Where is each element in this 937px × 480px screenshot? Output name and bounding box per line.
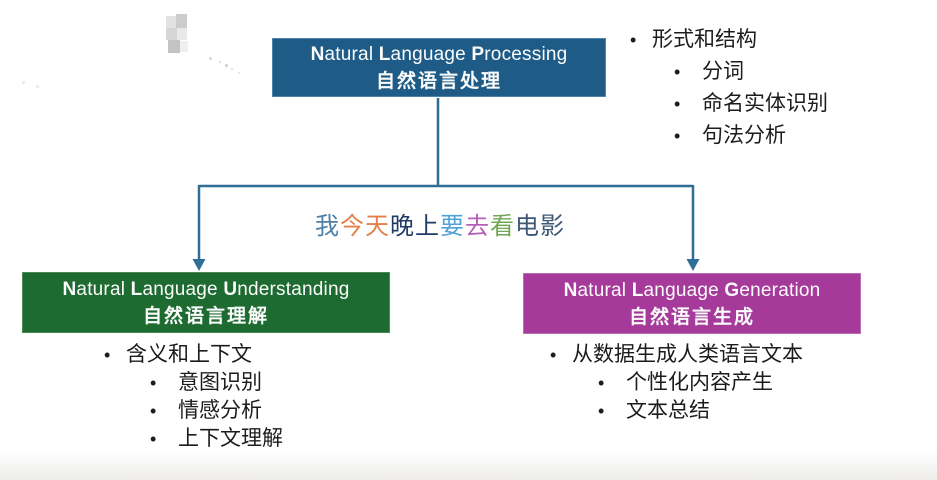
bullet-item-level2: 上下文理解: [150, 425, 283, 453]
bullet-item-level2: 个性化内容产生: [598, 369, 803, 397]
nlp-root-title-en: Natural Language Processing: [310, 43, 568, 65]
nlg-title-zh: 自然语言生成: [628, 306, 755, 328]
mosaic-pixel: [166, 16, 177, 28]
bullet-item-level2: 文本总结: [598, 397, 803, 425]
sentence-segment: 电影: [515, 213, 565, 240]
mosaic-pixel: [180, 41, 188, 52]
speck: [231, 68, 233, 70]
bullet-item-level1: 含义和上下文: [96, 341, 283, 369]
mosaic-pixel: [177, 28, 187, 40]
sentence-segment: 要: [440, 213, 465, 240]
bullet-sublist: 意图识别情感分析上下文理解: [96, 369, 283, 453]
bullet-item-level1: 从数据生成人类语言文本: [542, 341, 803, 369]
bullet-sublist: 个性化内容产生文本总结: [542, 369, 803, 425]
speck: [209, 57, 212, 60]
nlp-root-title-zh: 自然语言处理: [375, 70, 502, 92]
nlg-title-en: Natural Language Generation: [563, 279, 821, 301]
nlg-feature-list: 从数据生成人类语言文本 个性化内容产生文本总结: [542, 341, 803, 425]
nlu-box: Natural Language Understanding 自然语言理解: [22, 272, 390, 333]
speck: [238, 72, 240, 74]
speck: [22, 81, 25, 84]
example-sentence: 我今天晚上要去看电影: [0, 206, 880, 241]
sentence-segment: 今天: [340, 213, 390, 240]
nlp-feature-list: 形式和结构 分词命名实体识别句法分析: [622, 24, 828, 152]
speck: [36, 85, 39, 88]
nlu-feature-list: 含义和上下文 意图识别情感分析上下文理解: [96, 341, 283, 453]
nlu-title-zh: 自然语言理解: [142, 305, 269, 327]
bullet-item-level1: 形式和结构: [622, 24, 828, 56]
speck: [225, 64, 228, 67]
sentence-segment: 我: [315, 213, 340, 240]
bullet-item-level2: 情感分析: [150, 397, 283, 425]
mosaic-pixel: [166, 28, 177, 40]
sentence-segment: 看: [490, 213, 515, 240]
nlu-title-en: Natural Language Understanding: [62, 278, 350, 300]
speck: [219, 61, 221, 63]
nlg-box: Natural Language Generation 自然语言生成: [523, 273, 861, 334]
bullet-item-level2: 句法分析: [674, 120, 828, 152]
arrowhead-right: [686, 259, 700, 271]
bullet-item-level2: 命名实体识别: [674, 88, 828, 120]
sentence-segment: 去: [465, 213, 490, 240]
mosaic-pixel: [168, 40, 180, 53]
mosaic-pixel: [176, 14, 187, 28]
arrowhead-left: [192, 259, 206, 271]
bullet-item-level2: 意图识别: [150, 369, 283, 397]
sentence-segment: 晚上: [390, 213, 440, 240]
nlp-root-box: Natural Language Processing 自然语言处理: [272, 38, 606, 97]
bullet-sublist: 分词命名实体识别句法分析: [622, 56, 828, 152]
bullet-item-level2: 分词: [674, 56, 828, 88]
bottom-gradient-band: [0, 452, 937, 480]
